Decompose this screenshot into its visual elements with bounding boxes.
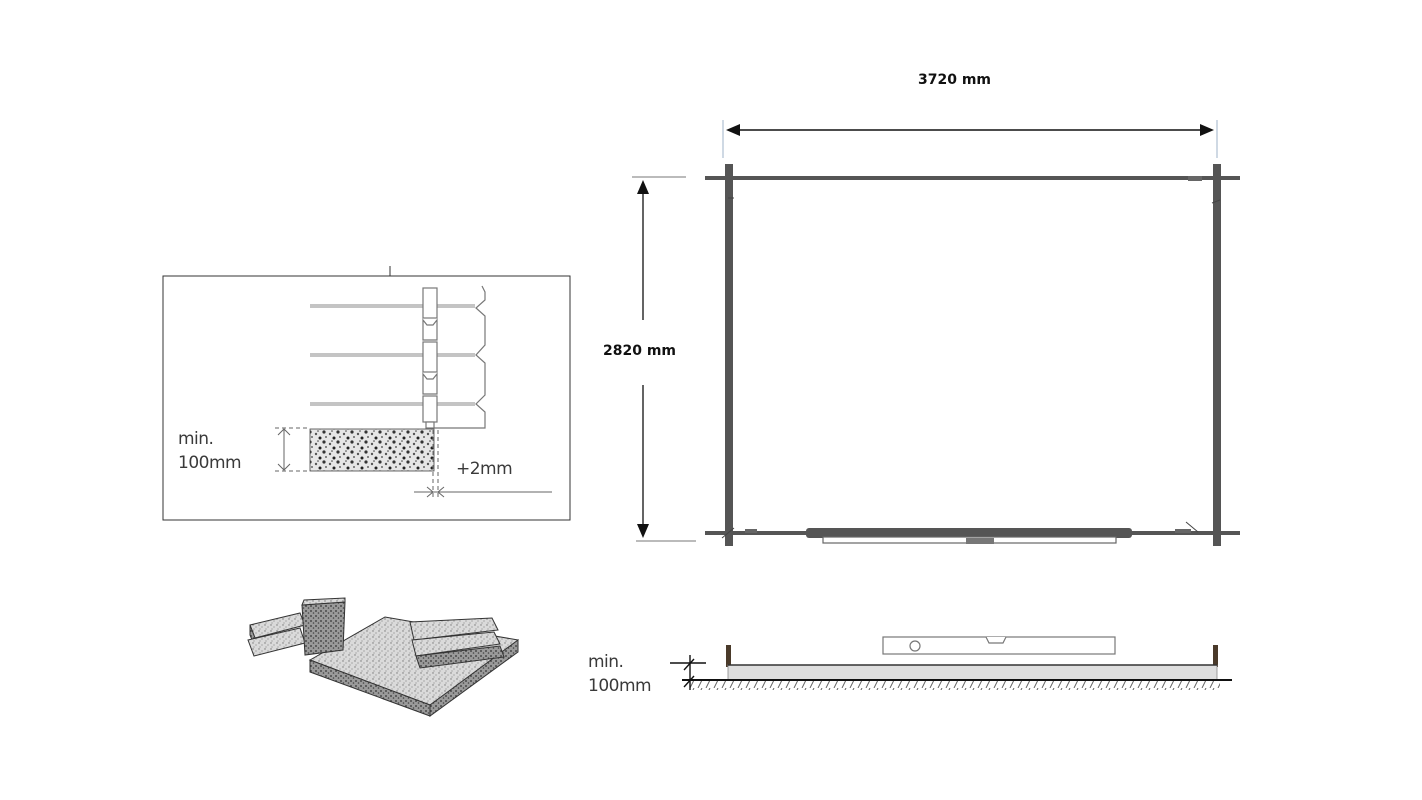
level-min-line1: min. bbox=[588, 652, 624, 672]
level-min-line2: 100mm bbox=[588, 676, 652, 696]
log-profile bbox=[430, 285, 486, 429]
detail-gap-label: +2mm bbox=[456, 459, 513, 479]
detail-min-height-label: min. 100mm bbox=[178, 427, 242, 475]
paving-stones-icon bbox=[247, 597, 519, 717]
door-opening bbox=[806, 528, 1132, 544]
offset-dimension bbox=[414, 430, 552, 498]
cabin-walls bbox=[705, 164, 1240, 546]
tongue-groove-column bbox=[422, 287, 438, 429]
corner-post-left bbox=[726, 645, 731, 667]
foundation-detail-panel bbox=[162, 266, 571, 521]
floor-plan bbox=[632, 120, 1240, 546]
level-min-height-label: min. 100mm bbox=[588, 650, 652, 698]
base-slab bbox=[727, 664, 1218, 681]
level-min-height-dimension bbox=[670, 655, 706, 690]
ground-hatch bbox=[690, 681, 1220, 690]
foundation-block bbox=[309, 428, 435, 472]
min-height-dimension bbox=[275, 427, 310, 472]
detail-min-line2: 100mm bbox=[178, 453, 242, 473]
depth-dimension-arrow bbox=[632, 176, 696, 542]
depth-dimension-label: 2820 mm bbox=[603, 343, 677, 359]
corner-post-right bbox=[1213, 645, 1218, 667]
spirit-level-icon bbox=[882, 636, 1116, 655]
width-dimension-label: 3720 mm bbox=[918, 72, 992, 88]
level-side-view bbox=[670, 636, 1232, 690]
width-dimension-arrow bbox=[726, 124, 1214, 136]
detail-min-line1: min. bbox=[178, 429, 214, 449]
wall-joint-details bbox=[721, 176, 1221, 539]
